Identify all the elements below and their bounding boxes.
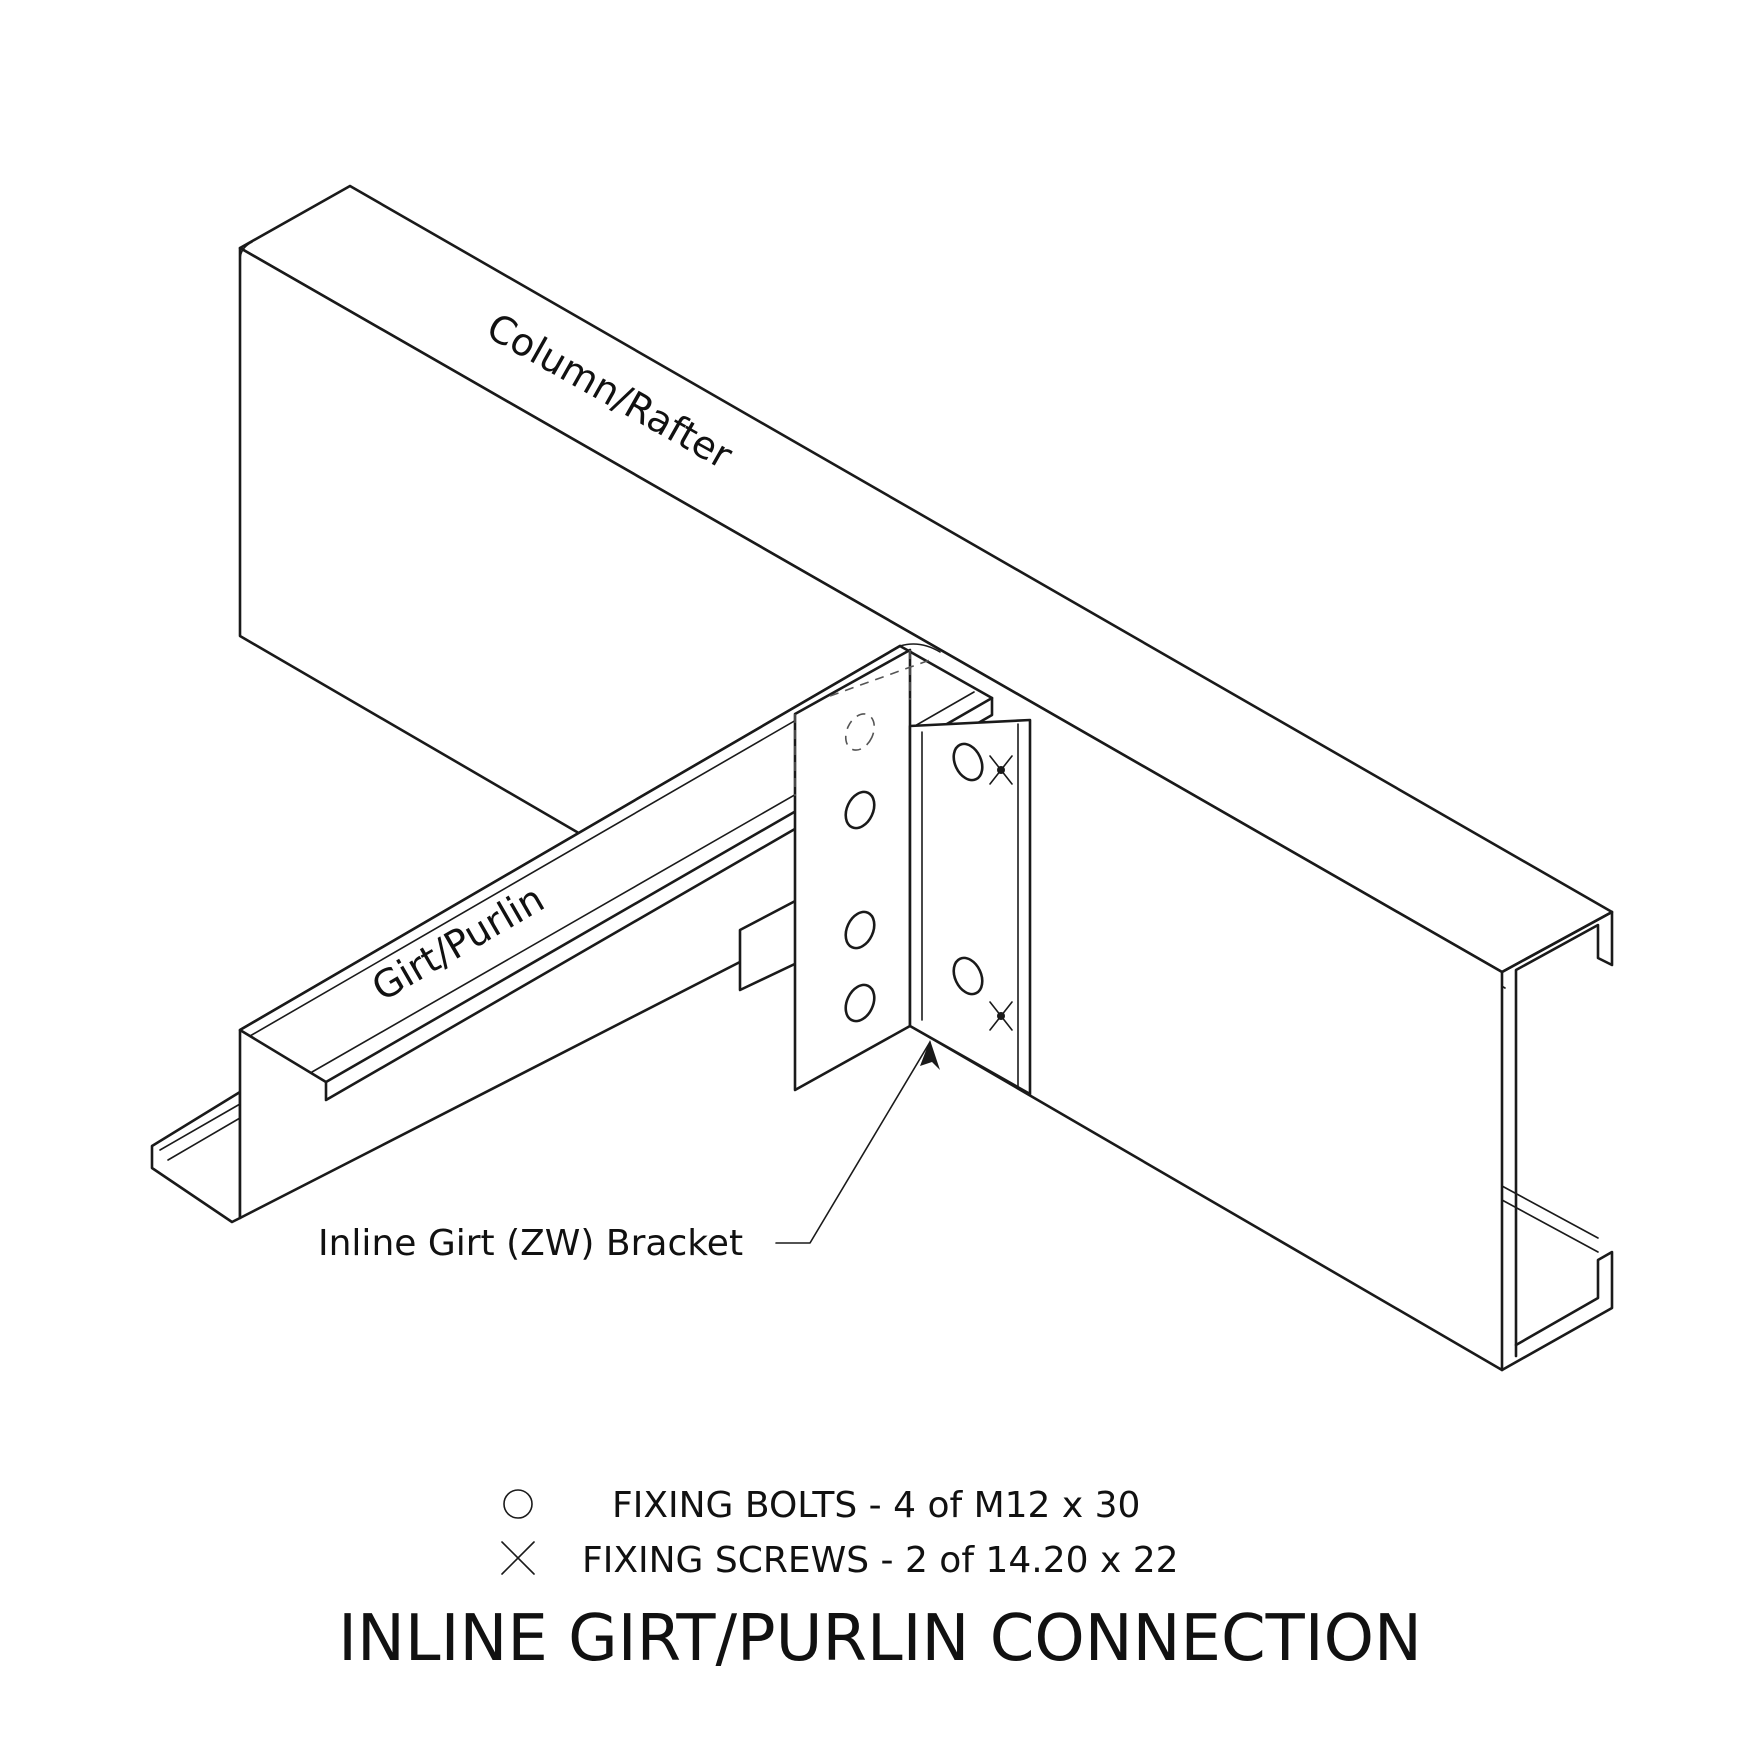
- legend: FIXING BOLTS - 4 of M12 x 30 FIXING SCRE…: [501, 1485, 1179, 1581]
- fixing-screw: [989, 755, 1013, 785]
- legend-bolts-text: FIXING BOLTS - 4 of M12 x 30: [612, 1485, 1140, 1526]
- circle-symbol: [503, 1489, 533, 1519]
- bolt-hole: [844, 910, 876, 950]
- cross-symbol: [501, 1541, 535, 1575]
- bolt-hole: [952, 956, 984, 996]
- fixing-screw: [989, 1001, 1013, 1031]
- zw-bracket: [793, 648, 1032, 1096]
- bracket-callout-leader: [775, 1040, 940, 1244]
- drawing-title: INLINE GIRT/PURLIN CONNECTION: [338, 1602, 1422, 1676]
- bolt-hole: [844, 790, 876, 830]
- legend-screws-text: FIXING SCREWS - 2 of 14.20 x 22: [582, 1540, 1179, 1581]
- bolt-hole: [844, 983, 876, 1023]
- hidden-bolt-hole: [844, 713, 876, 751]
- bracket-label: Inline Girt (ZW) Bracket: [318, 1223, 743, 1264]
- bolt-hole: [952, 742, 984, 782]
